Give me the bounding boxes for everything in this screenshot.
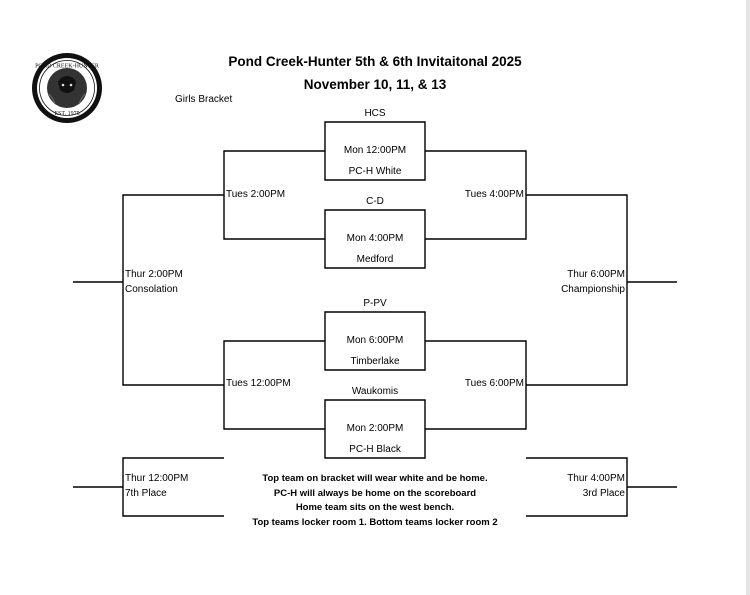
- championship-time: Thur 6:00PM: [567, 269, 625, 280]
- game3-bottom-team: Timberlake: [350, 356, 400, 367]
- third-place-time: Thur 4:00PM: [567, 473, 625, 484]
- game2-bottom-team: Medford: [356, 254, 394, 265]
- page-title: Pond Creek-Hunter 5th & 6th Invitaitonal…: [228, 54, 522, 69]
- school-logo: POND CREEK-HUNTER EST. 1975: [32, 53, 102, 123]
- game3-top-team: P-PV: [363, 298, 387, 309]
- game4-top-team: Waukomis: [351, 386, 399, 397]
- game2-time: Mon 4:00PM: [346, 233, 404, 244]
- game1-top-team: HCS: [364, 108, 386, 119]
- game1-time: Mon 12:00PM: [343, 145, 407, 156]
- third-place-label: 3rd Place: [582, 488, 625, 499]
- note-line-1: Top team on bracket will wear white and …: [262, 473, 488, 484]
- right-semi-bottom-time: Tues 6:00PM: [464, 378, 524, 389]
- left-semi-top-time: Tues 2:00PM: [226, 189, 286, 200]
- bracket-label: Girls Bracket: [175, 94, 233, 105]
- right-semi-top-time: Tues 4:00PM: [464, 189, 524, 200]
- note-line-3: Home team sits on the west bench.: [295, 502, 455, 513]
- consolation-time: Thur 2:00PM: [125, 269, 183, 280]
- left-semi-bottom-time: Tues 12:00PM: [226, 378, 291, 389]
- game2-top-team: C-D: [366, 196, 384, 207]
- game3-time: Mon 6:00PM: [346, 335, 404, 346]
- seventh-place-time: Thur 12:00PM: [125, 473, 189, 484]
- game1-bottom-team: PC-H White: [348, 166, 402, 177]
- page-edge: [746, 0, 750, 595]
- seventh-place-label: 7th Place: [125, 488, 167, 499]
- game4-time: Mon 2:00PM: [346, 423, 404, 434]
- page-dates: November 10, 11, & 13: [303, 77, 447, 92]
- svg-text:POND CREEK-HUNTER: POND CREEK-HUNTER: [35, 64, 99, 70]
- svg-text:EST. 1975: EST. 1975: [54, 111, 79, 117]
- note-line-2: PC-H will always be home on the scoreboa…: [273, 488, 477, 499]
- championship-label: Championship: [561, 284, 625, 295]
- game4-bottom-team: PC-H Black: [349, 444, 401, 455]
- note-line-4: Top teams locker room 1. Bottom teams lo…: [252, 517, 498, 528]
- consolation-label: Consolation: [125, 284, 178, 295]
